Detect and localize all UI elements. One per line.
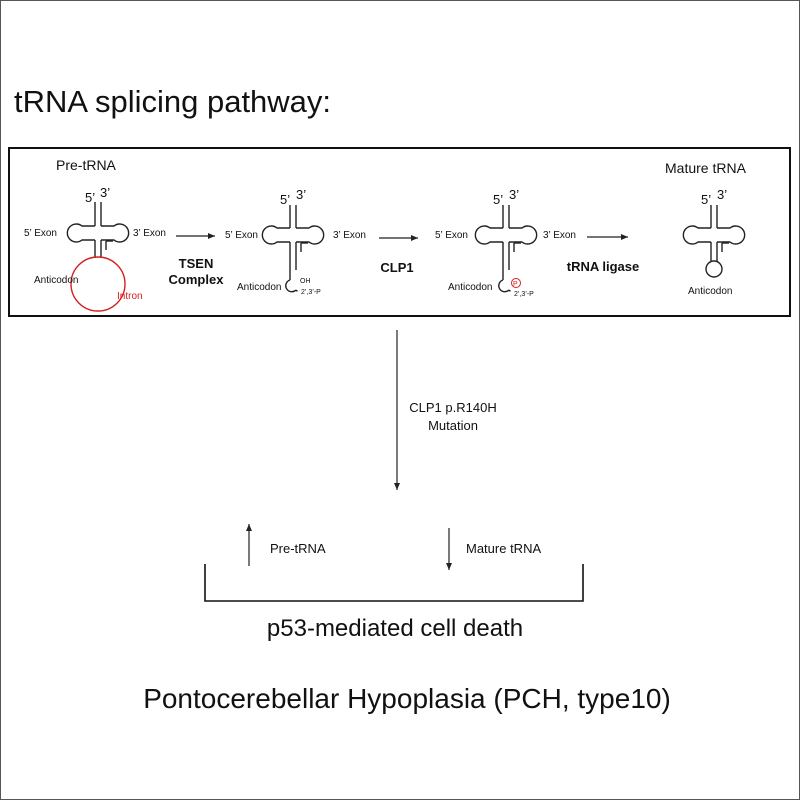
pathway-box — [8, 147, 791, 317]
step1-label-line2: Complex — [169, 272, 225, 287]
stage2-right-label: 3’ Exon — [333, 230, 366, 241]
stage3-three-prime: 3’ — [509, 187, 519, 202]
intron-loop — [70, 256, 126, 312]
stage1-anticodon: Anticodon — [34, 275, 78, 286]
stage1-header: Pre-tRNA — [56, 157, 117, 173]
stage4-five-prime: 5’ — [701, 192, 711, 207]
stage1-three-prime: 3’ — [100, 185, 110, 200]
outcome-label: p53-mediated cell death — [267, 615, 523, 642]
p-label: P — [513, 281, 518, 288]
phosphorylated-trna-structure — [474, 205, 538, 293]
stage1-five-prime: 5’ — [85, 190, 95, 205]
stage3-anticodon: Anticodon — [448, 282, 492, 293]
stage1-right-label: 3’ Exon — [133, 228, 166, 239]
stage3-left-label: 5’ Exon — [435, 230, 468, 241]
stage2-three-prime: 3’ — [296, 187, 306, 202]
page-title: tRNA splicing pathway: — [14, 84, 331, 119]
stage3-right-label: 3’ Exon — [543, 230, 576, 241]
mutation-label-line2: Mutation — [428, 418, 478, 433]
mature-trna-structure — [682, 205, 746, 278]
mutation-label-line1: CLP1 p.R140H — [409, 400, 496, 415]
oh-label: OH — [300, 278, 311, 285]
stage4-header: Mature tRNA — [665, 160, 747, 176]
stage2-left-label: 5’ Exon — [225, 230, 258, 241]
stage4-anticodon: Anticodon — [688, 286, 732, 297]
stage3-five-prime: 5’ — [493, 192, 503, 207]
stage2-anticodon: Anticodon — [237, 282, 281, 293]
stage3-phosphate-end: 2’,3’-P — [514, 291, 534, 298]
outcome-bracket — [204, 564, 584, 602]
stage2-phosphate-end: 2’,3’-P — [301, 289, 321, 296]
increase-label: Pre-tRNA — [270, 541, 326, 556]
stage2-five-prime: 5’ — [280, 192, 290, 207]
intron-label: Intron — [117, 291, 143, 302]
stage1-left-label: 5’ Exon — [24, 228, 57, 239]
step2-label: CLP1 — [380, 260, 413, 275]
cleaved-trna-structure — [261, 205, 325, 293]
step1-label-line1: TSEN — [179, 256, 214, 271]
stage4-three-prime: 3’ — [717, 187, 727, 202]
step3-label: tRNA ligase — [567, 259, 639, 274]
phosphate-mark — [511, 278, 521, 288]
pre-trna-structure — [66, 202, 130, 258]
decrease-label: Mature tRNA — [466, 541, 541, 556]
disease-label: Pontocerebellar Hypoplasia (PCH, type10) — [143, 683, 671, 714]
